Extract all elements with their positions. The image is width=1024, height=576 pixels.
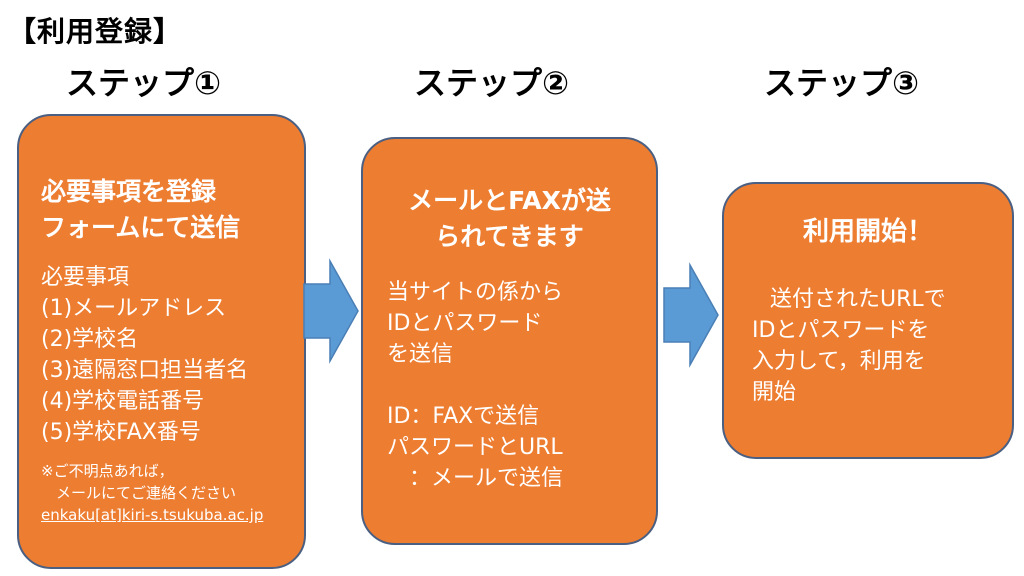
step-1-body-line: (4)学校電話番号 bbox=[41, 389, 205, 414]
step-2-body-line: IDとパスワード bbox=[387, 311, 543, 336]
step-1-note-line: ※ご不明点あれば， bbox=[41, 462, 174, 480]
step-1-note-line: メールにてご連絡ください bbox=[41, 484, 237, 502]
right-arrow-icon bbox=[663, 262, 719, 368]
step-3-heading-line: 利用開始！ bbox=[802, 217, 933, 247]
step-2-heading-line: られてきます bbox=[435, 222, 584, 251]
step-1-body-line: (3)遠隔窓口担当者名 bbox=[41, 358, 249, 383]
step-1-body-line: 必要事項 bbox=[41, 265, 130, 290]
step-1-heading-line: 必要事項を登録 bbox=[41, 177, 217, 206]
step-2-box: メールとFAXが送 られてきます 当サイトの係から IDとパスワード を送信 I… bbox=[361, 137, 658, 545]
step-2-heading-line: メールとFAXが送 bbox=[408, 186, 611, 215]
step-2-body: 当サイトの係から IDとパスワード を送信 ID：FAXで送信 パスワードとUR… bbox=[387, 277, 656, 494]
step-3-body-line: 送付されたURLで bbox=[770, 287, 946, 312]
step-3-heading: 利用開始！ bbox=[746, 214, 1012, 250]
step-2-label: ステップ② bbox=[414, 64, 570, 102]
contact-email-link[interactable]: enkaku[at]kiri-s.tsukuba.ac.jp bbox=[41, 506, 264, 524]
step-3-box: 利用開始！ 送付されたURLで IDとパスワードを 入力して，利用を 開始 bbox=[722, 182, 1014, 459]
step-2-body-line: 当サイトの係から bbox=[387, 280, 564, 305]
step-2-body-spacer bbox=[387, 370, 656, 401]
step-1-heading: 必要事項を登録 フォームにて送信 bbox=[41, 174, 304, 246]
step-1-label: ステップ① bbox=[66, 64, 222, 102]
right-arrow-icon bbox=[303, 258, 359, 364]
step-2-heading: メールとFAXが送 られてきます bbox=[387, 183, 656, 255]
step-2-body-line: を送信 bbox=[387, 342, 454, 367]
step-1-body: 必要事項 (1)メールアドレス (2)学校名 (3)遠隔窓口担当者名 (4)学校… bbox=[41, 262, 304, 448]
step-1-body-line: (1)メールアドレス bbox=[41, 296, 227, 321]
step-1-body-line: (5)学校FAX番号 bbox=[41, 420, 201, 445]
step-2-body-line: ：メールで送信 bbox=[387, 466, 564, 491]
step-3-label: ステップ③ bbox=[764, 64, 920, 102]
step-2-body-line: ID：FAXで送信 bbox=[387, 404, 540, 429]
step-3-body: 送付されたURLで IDとパスワードを 入力して，利用を 開始 bbox=[746, 284, 1012, 408]
step-1-box: 必要事項を登録 フォームにて送信 必要事項 (1)メールアドレス (2)学校名 … bbox=[17, 114, 306, 569]
step-3-body-line: 入力して，利用を bbox=[752, 349, 926, 374]
step-2-body-line: パスワードとURL bbox=[387, 435, 563, 460]
step-1-heading-line: フォームにて送信 bbox=[41, 213, 241, 242]
step-3-body-line: IDとパスワードを bbox=[752, 318, 930, 343]
step-3-body-line: 開始 bbox=[752, 380, 797, 405]
step-1-body-line: (2)学校名 bbox=[41, 327, 139, 352]
step-1-note: ※ご不明点あれば， メールにてご連絡ください enkaku[at]kiri-s.… bbox=[41, 460, 304, 526]
page-title: 【利用登録】 bbox=[8, 15, 183, 48]
